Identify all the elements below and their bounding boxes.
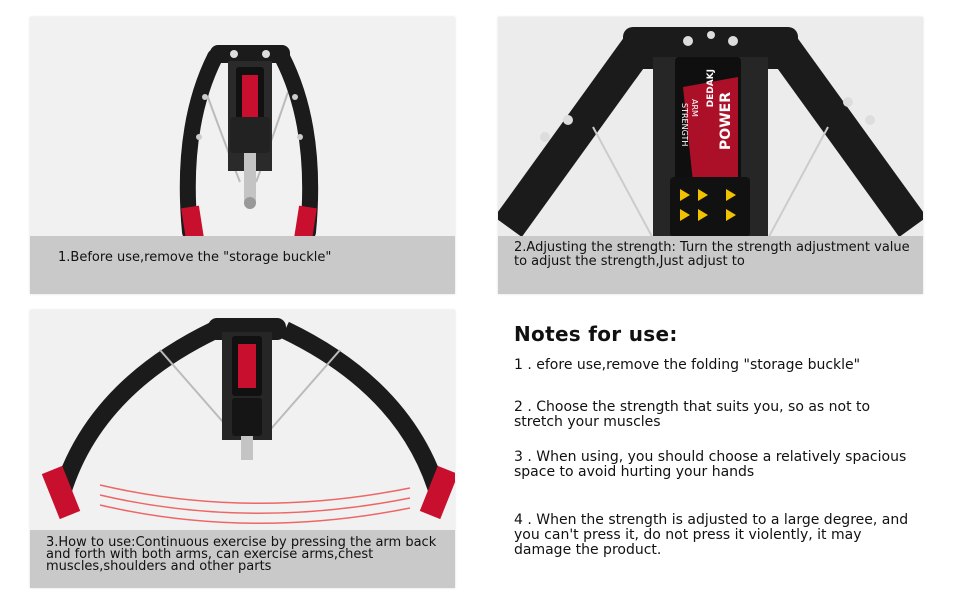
notes-section: Notes for use: 1 . efore use,remove the …	[514, 322, 914, 558]
note-item-3: 3 . When using, you should choose a rela…	[514, 449, 907, 480]
panel-1-caption: 1.Before use,remove the "storage buckle"	[30, 236, 455, 294]
note-item-4: 4 . When the strength is adjusted to a l…	[514, 512, 909, 558]
device-arm-label: ARM	[690, 99, 699, 117]
panel-3-caption: 3.How to use:Continuous exercise by pres…	[30, 530, 455, 588]
notes-title: Notes for use:	[514, 322, 678, 346]
panel-how-to-use: 3.How to use:Continuous exercise by pres…	[30, 310, 455, 588]
note-item-1: 1 . efore use,remove the folding "storag…	[514, 357, 861, 373]
panel-2-caption: 2.Adjusting the strength: Turn the stren…	[498, 236, 923, 294]
note-item-2: 2 . Choose the strength that suits you, …	[514, 399, 871, 430]
device-power-label: POWER	[718, 92, 734, 150]
panel-before-use: 1.Before use,remove the "storage buckle"	[30, 17, 455, 294]
arm-trainer-open-image	[41, 318, 455, 524]
device-strength-label: STRENGTH	[680, 103, 689, 147]
arm-trainer-closed-image	[179, 45, 319, 241]
panel-adjust-strength: DEDAKJ POWER ARM STRENGTH 2.Adjusting th…	[498, 17, 923, 294]
strength-dial-closeup-image	[498, 27, 923, 258]
